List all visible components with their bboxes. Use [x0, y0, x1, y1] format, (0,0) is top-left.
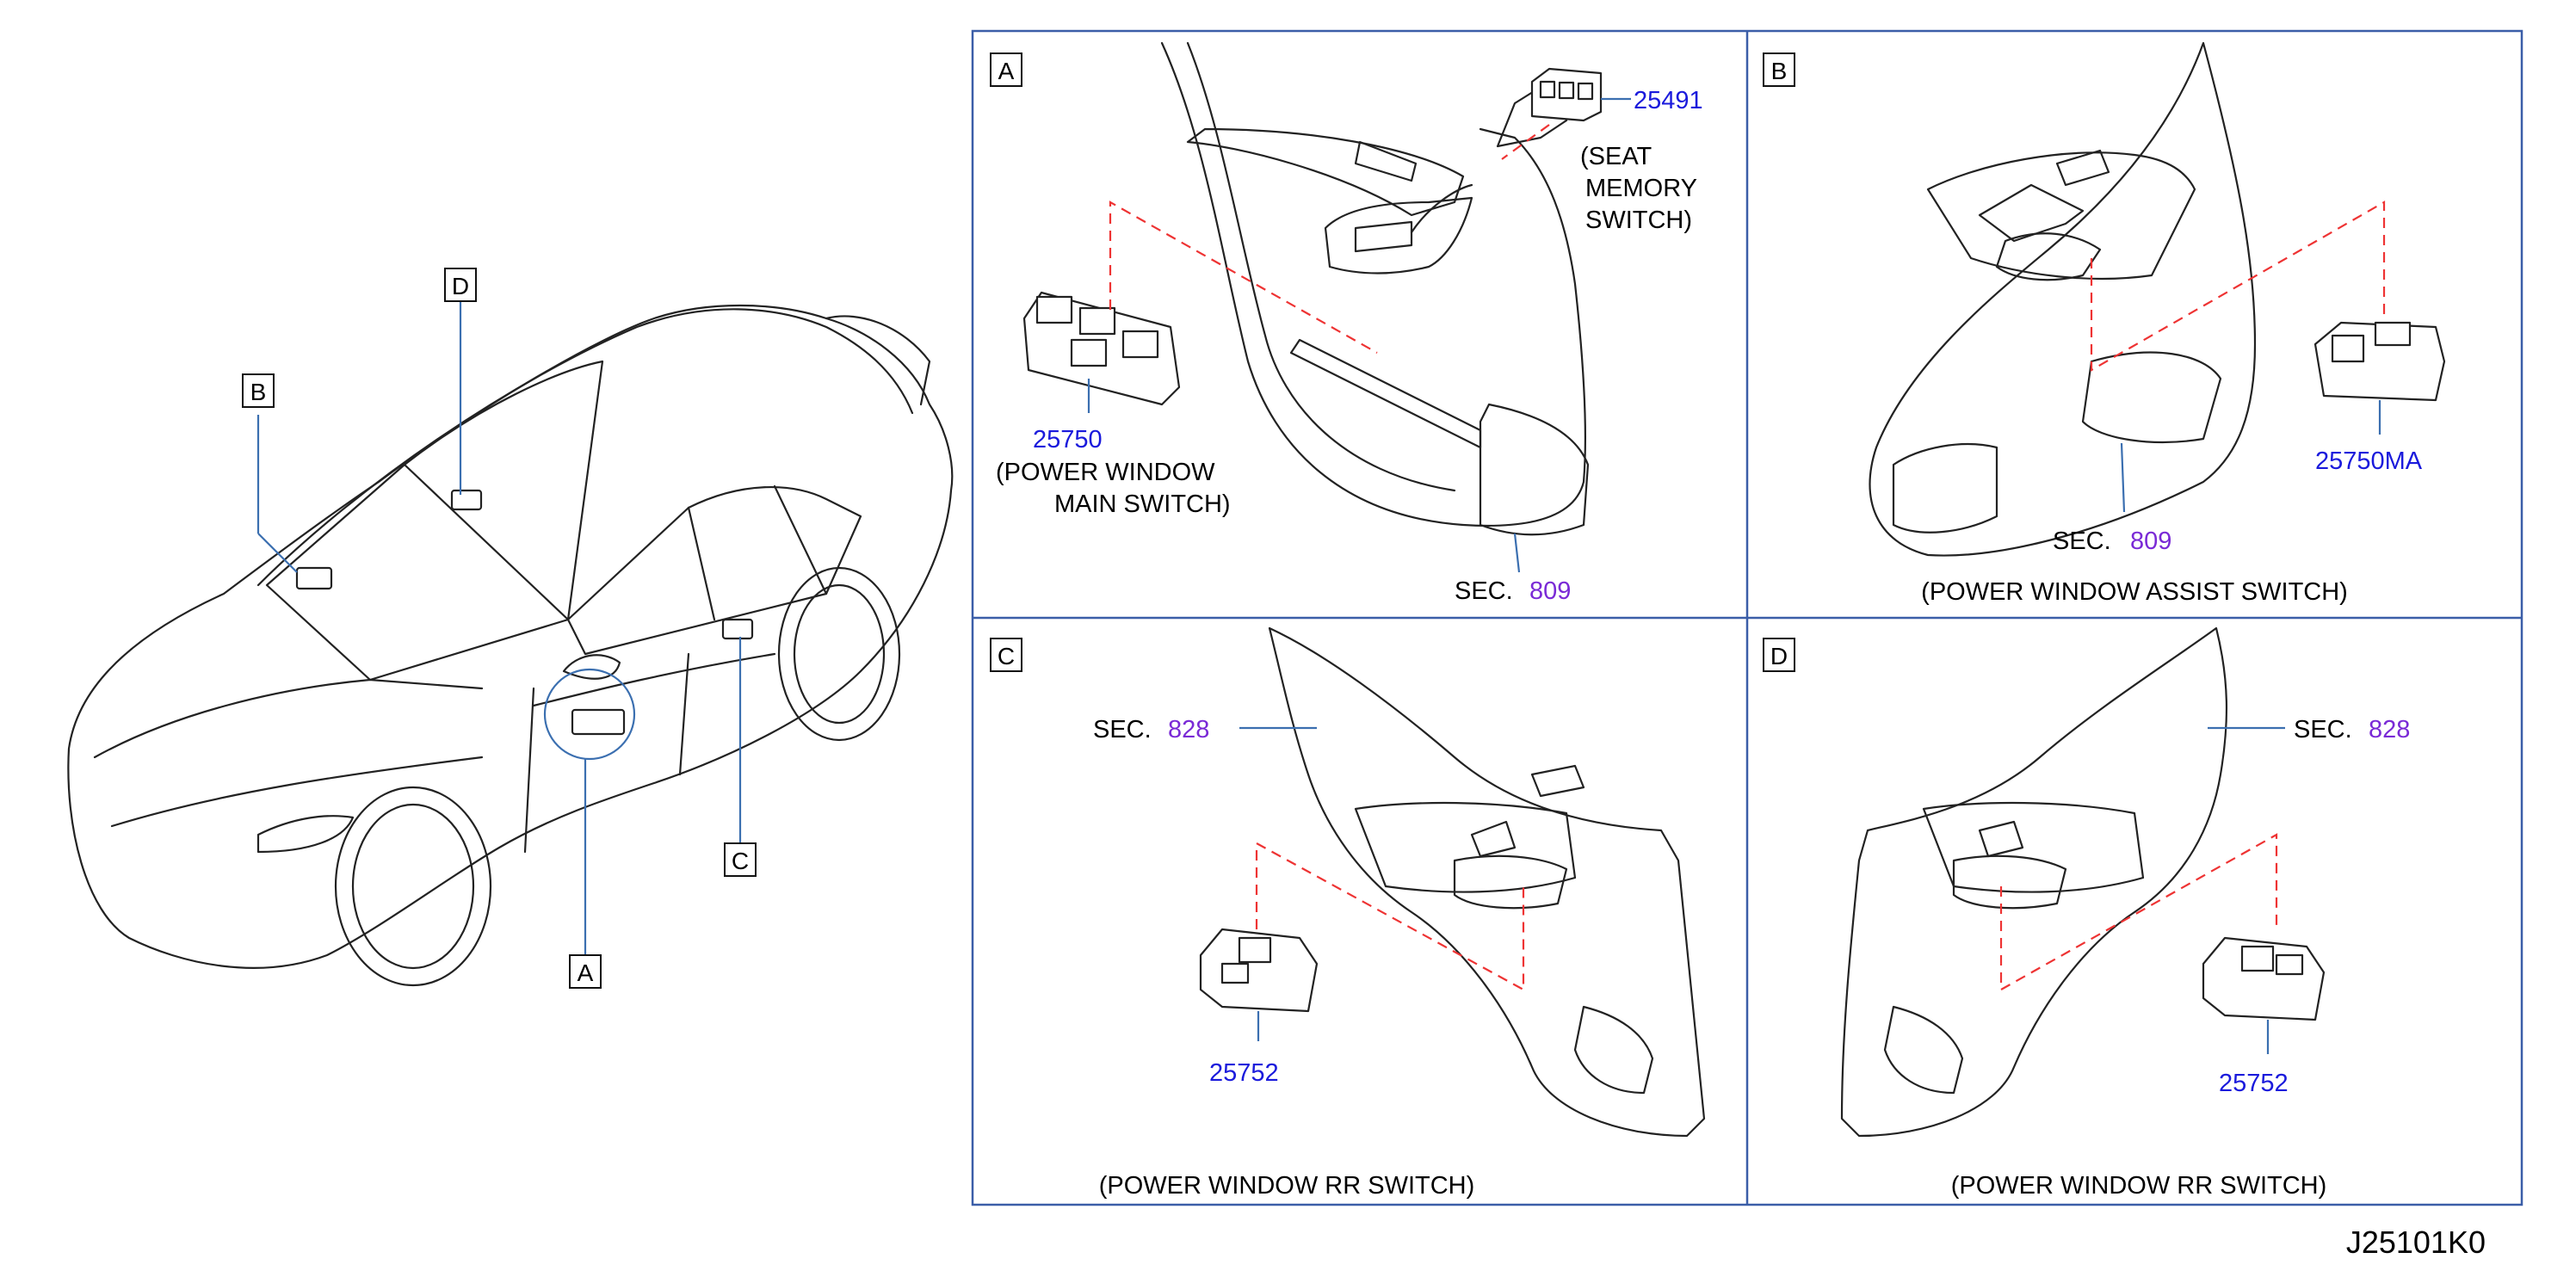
- part-desc-power-window: (POWER WINDOW: [996, 459, 1215, 486]
- panel-c-letter: C: [998, 643, 1015, 669]
- front-passenger-door-trim-drawing: [1869, 41, 2257, 557]
- callout-letter-b: B: [250, 379, 267, 405]
- caption-c: (POWER WINDOW RR SWITCH): [1099, 1172, 1475, 1200]
- part-desc-switch: SWITCH): [1585, 207, 1692, 234]
- callout-box-c: C: [724, 842, 757, 877]
- section-prefix-c: SEC.: [1093, 716, 1152, 743]
- section-prefix-b: SEC.: [2053, 527, 2111, 555]
- panel-b-letter: B: [1771, 58, 1788, 84]
- panel-a-letter: A: [998, 58, 1015, 84]
- callout-box-d: D: [444, 268, 477, 302]
- part-desc-main-switch: MAIN SWITCH): [1054, 490, 1231, 518]
- front-door-trim-drawing: [1160, 41, 1590, 536]
- callout-letter-a: A: [578, 959, 594, 986]
- panel-b: B 25750MA SEC. 809 (POWER WINDOW ASSIST …: [1763, 41, 2446, 606]
- rear-door-trim-drawing-right: [1840, 626, 2228, 1138]
- panel-grid: [971, 29, 2523, 1206]
- part-number-25491: 25491: [1634, 87, 1703, 114]
- panel-d-letter: D: [1770, 643, 1788, 669]
- part-number-25752-c: 25752: [1209, 1059, 1279, 1087]
- vehicle-overview: B D C A: [67, 268, 954, 989]
- part-desc-seat: (SEAT: [1580, 143, 1652, 170]
- callout-circle-a: [543, 668, 636, 761]
- section-number-b: 809: [2130, 527, 2171, 555]
- figure-code: J25101K0: [2346, 1225, 2486, 1260]
- caption-b: (POWER WINDOW ASSIST SWITCH): [1921, 578, 2348, 606]
- part-desc-memory: MEMORY: [1585, 175, 1697, 202]
- power-window-rr-switch-25752-d: [2202, 936, 2326, 1021]
- section-prefix-a: SEC.: [1455, 577, 1513, 605]
- power-window-main-switch-25750: [1022, 291, 1181, 406]
- seat-memory-switch-25491: [1530, 67, 1603, 122]
- part-number-25750ma: 25750MA: [2315, 447, 2423, 475]
- callout-letter-d: D: [452, 273, 469, 299]
- part-number-25750: 25750: [1033, 426, 1103, 453]
- callout-box-a: A: [569, 954, 602, 989]
- rear-door-trim-drawing-left: [1268, 626, 1706, 1138]
- section-number-a: 809: [1529, 577, 1571, 605]
- section-prefix-d: SEC.: [2294, 716, 2352, 743]
- section-number-c: 828: [1168, 716, 1209, 743]
- caption-d: (POWER WINDOW RR SWITCH): [1951, 1172, 2327, 1200]
- callout-box-b: B: [242, 373, 275, 408]
- power-window-rr-switch-25752-c: [1199, 928, 1319, 1013]
- panel-d: D SEC. 828 25752 (POWER WINDOW RR SWITCH…: [1763, 626, 2410, 1200]
- section-number-d: 828: [2369, 716, 2410, 743]
- panel-a: A 25491 (SEAT MEMORY SWITCH): [990, 41, 1703, 605]
- panel-c: C SEC. 828 25752 (POWER WINDOW RR SWITCH…: [990, 626, 1706, 1200]
- part-number-25752-d: 25752: [2219, 1070, 2289, 1097]
- power-window-assist-switch-25750MA: [2313, 321, 2446, 402]
- callout-letter-c: C: [732, 848, 749, 874]
- vehicle-outline: [67, 304, 954, 987]
